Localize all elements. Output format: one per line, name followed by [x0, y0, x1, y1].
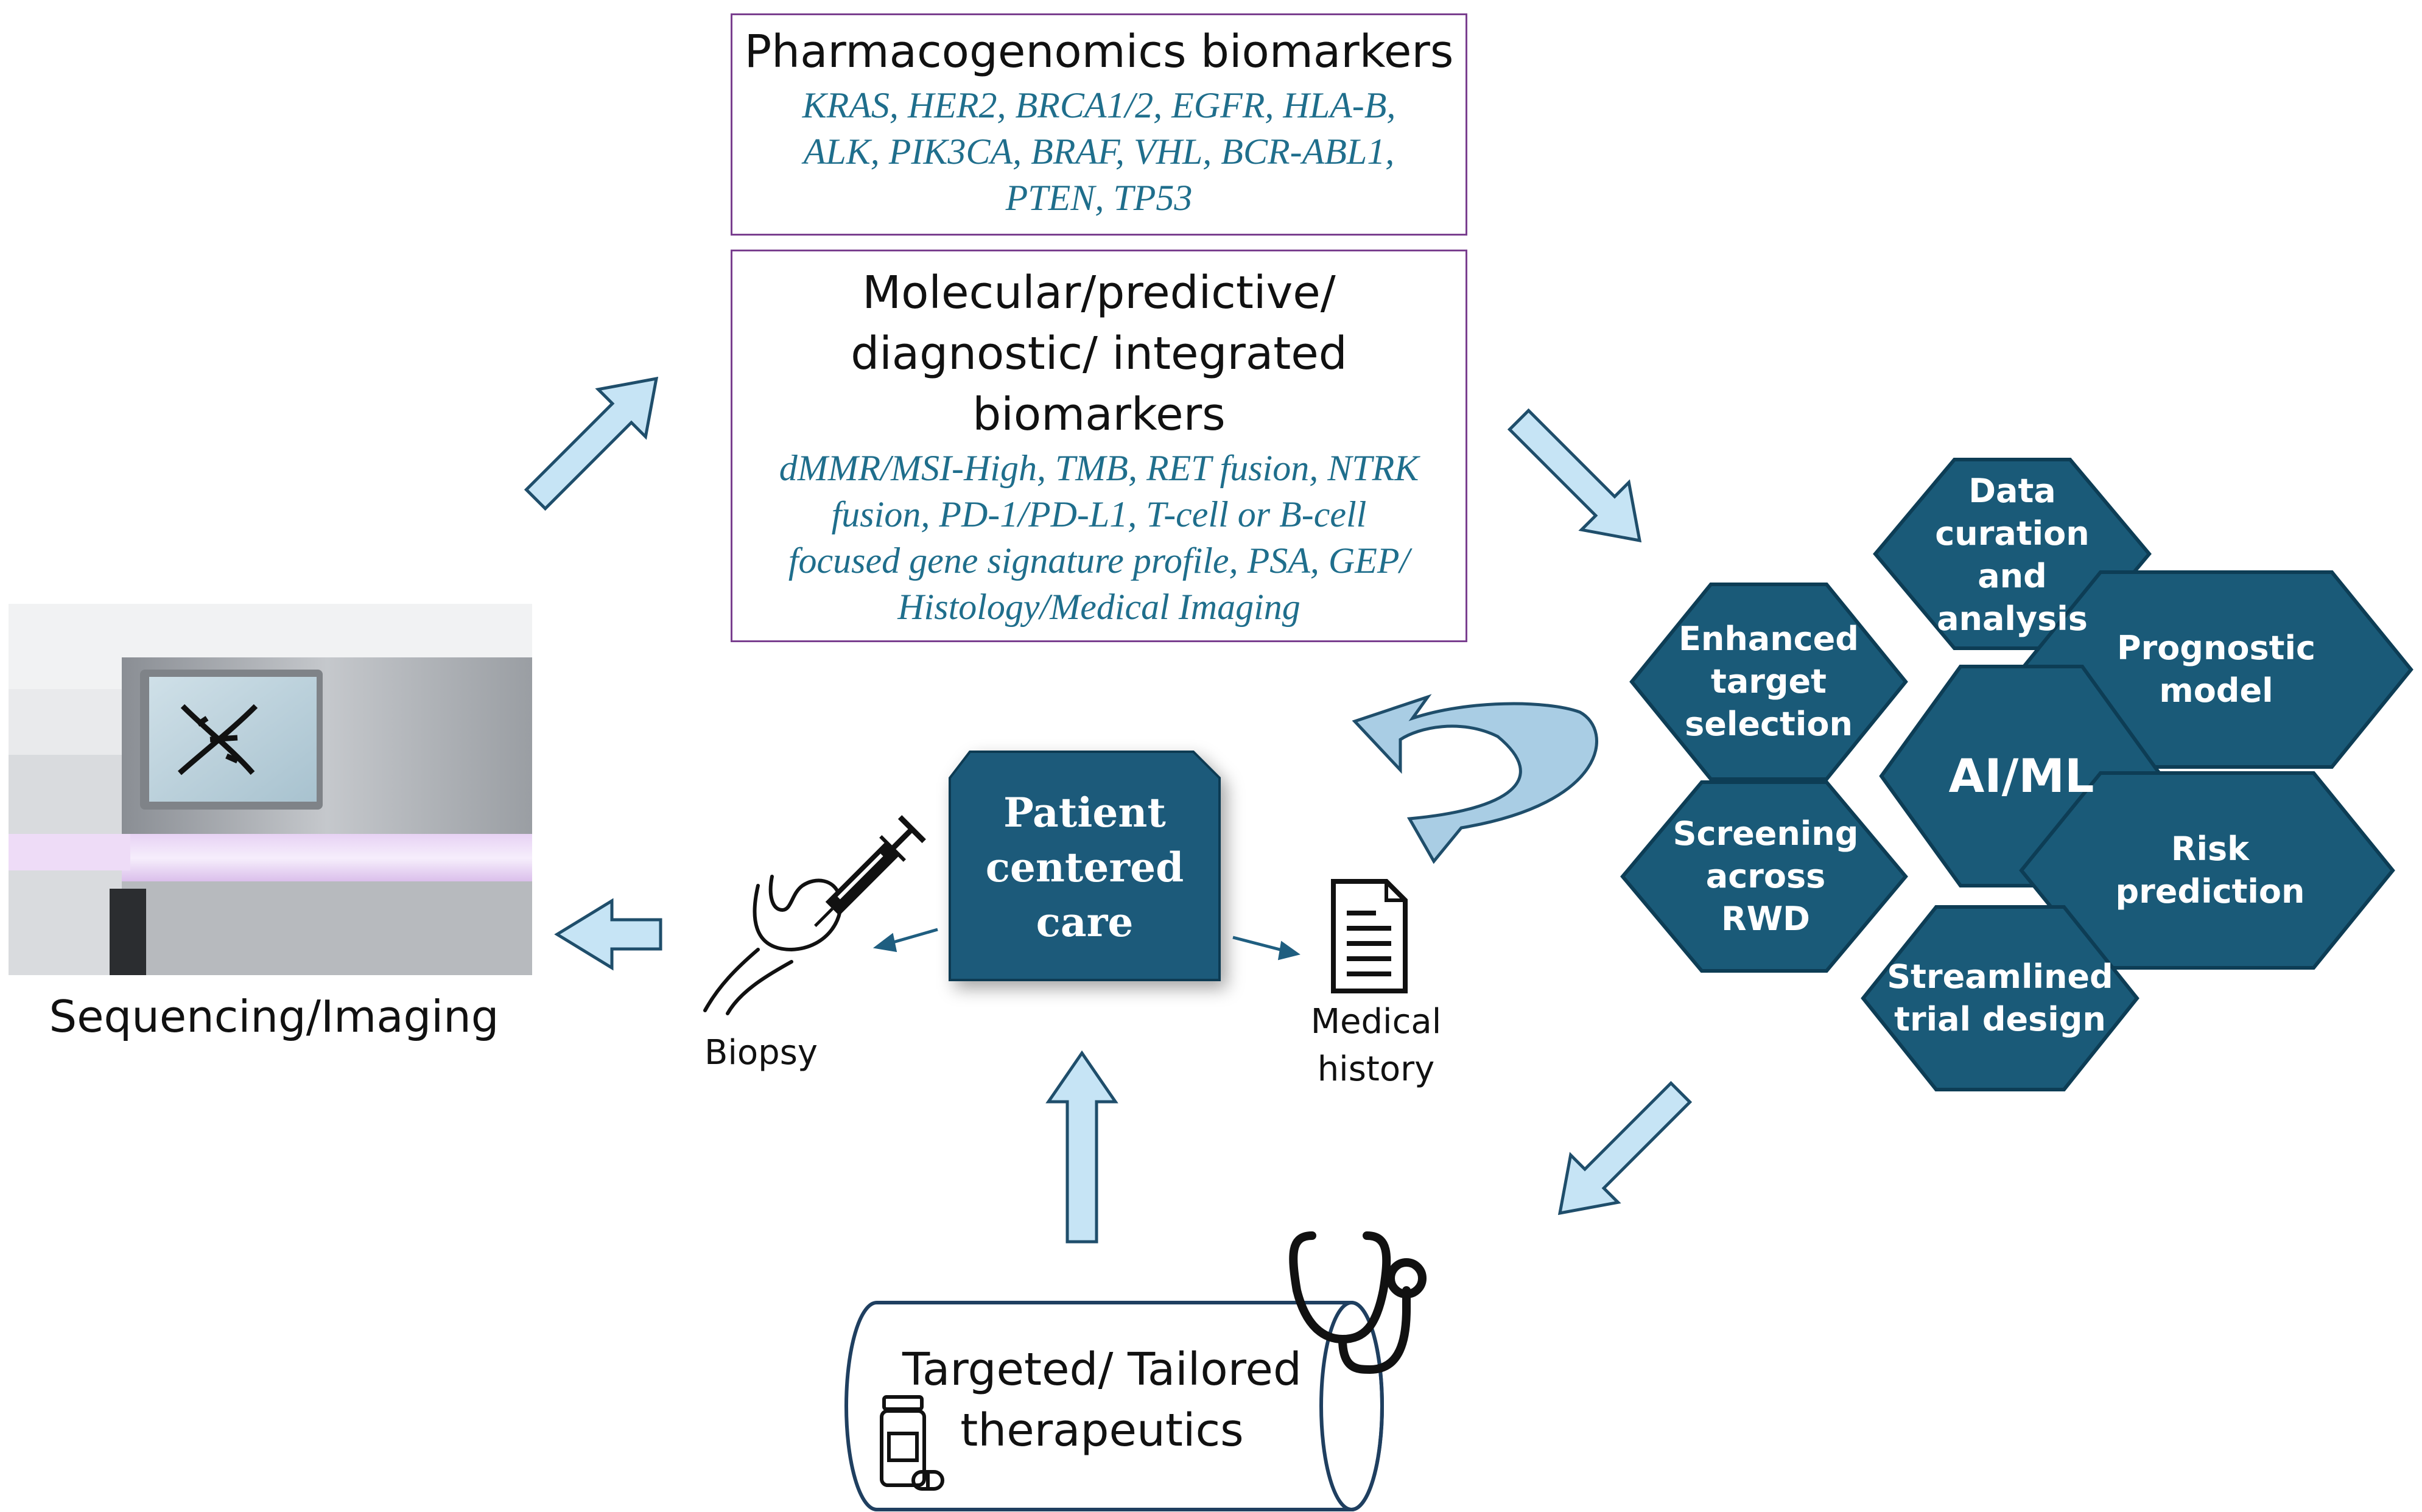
hex-data-curation-line-4: analysis	[1937, 600, 2088, 638]
stomach-icon	[703, 875, 843, 1015]
hex-data-curation-line-1: Data	[1968, 472, 2056, 510]
molecular-list-line-3: focused gene signature profile, PSA, GEP…	[788, 541, 1410, 581]
hex-enhanced-line-1: Enhanced	[1679, 620, 1859, 658]
medical-history-label: Medical history	[1285, 998, 1467, 1093]
hex-screening-line-2: across	[1705, 857, 1826, 895]
molecular-list-line-2: fusion, PD-1/PD-L1, T-cell or B-cell	[831, 494, 1367, 534]
hex-streamlined-line-2: trial design	[1894, 1000, 2106, 1038]
syringe-icon	[814, 815, 926, 927]
hexagon-cluster	[1620, 458, 2413, 1091]
arrow-to-sequencing	[554, 898, 662, 971]
capsule-icon	[911, 1470, 944, 1491]
therapeutics-cylinder	[844, 1301, 1384, 1511]
document-icon	[1331, 879, 1408, 993]
molecular-title-line-2: diagnostic/ integrated	[851, 327, 1347, 380]
hex-prognostic-label: Prognostic model	[2034, 575, 2399, 764]
hex-center-label: AI/ML	[1948, 749, 2094, 803]
pharmacogenomics-title: Pharmacogenomics biomarkers	[744, 26, 1454, 78]
hex-enhanced-target-label: Enhanced target selection	[1638, 587, 1900, 776]
stethoscope-icon	[1289, 1231, 1427, 1374]
arrow-to-therapeutics	[1557, 1080, 1693, 1216]
pill-bottle-icon	[880, 1395, 926, 1487]
arrow-to-biopsy	[872, 928, 938, 953]
biopsy-label: Biopsy	[704, 1033, 818, 1073]
patient-box-shape	[949, 751, 1221, 981]
therapeutics-line-2: therapeutics	[960, 1404, 1244, 1457]
arrow-to-aiml	[1507, 408, 1642, 543]
hex-data-curation-label: Data curation and analysis	[1881, 464, 2143, 646]
arrow-to-history	[1232, 936, 1301, 961]
hex-data-curation-line-2: curation	[1935, 514, 2090, 553]
arrow-to-patient	[1045, 1050, 1118, 1244]
therapeutics-label: Targeted/ Tailored therapeutics	[889, 1339, 1315, 1461]
molecular-list-line-4: Histology/Medical Imaging	[897, 587, 1301, 627]
molecular-title-line-3: biomarkers	[972, 388, 1226, 441]
molecular-title-line-1: Molecular/predictive/	[862, 267, 1336, 319]
therapeutics-line-1: Targeted/ Tailored	[902, 1343, 1302, 1396]
hex-streamlined	[1861, 905, 2139, 1091]
pharmacogenomics-line-3: PTEN, TP53	[1005, 178, 1193, 218]
hex-streamlined-label: Streamlined trial design	[1869, 910, 2131, 1087]
molecular-list-line-1: dMMR/MSI-High, TMB, RET fusion, NTRK	[779, 448, 1419, 488]
medical-history-line-1: Medical	[1310, 1002, 1442, 1041]
pharmacogenomics-line-1: KRAS, HER2, BRCA1/2, EGFR, HLA-B,	[802, 85, 1396, 125]
hex-screening-label: Screening across RWD	[1632, 785, 1900, 968]
hex-prognostic-line-2: model	[2159, 671, 2273, 710]
hex-streamlined-line-1: Streamlined	[1887, 957, 2113, 996]
hex-risk-line-1: Risk	[2171, 830, 2250, 868]
sequencing-label: Sequencing/Imaging	[49, 991, 499, 1042]
hex-screening-line-1: Screening	[1673, 814, 1859, 853]
medical-history-line-2: history	[1317, 1049, 1435, 1089]
hex-enhanced-line-2: target	[1711, 662, 1827, 701]
patient-centered-care-label: Patient centered care	[950, 785, 1220, 950]
pharmacogenomics-line-2: ALK, PIK3CA, BRAF, VHL, BCR-ABL1,	[803, 131, 1395, 172]
patient-line-1: Patient	[1003, 789, 1166, 836]
curved-arrow	[1352, 694, 1598, 864]
patient-line-2: centered	[985, 844, 1184, 891]
hex-screening-line-3: RWD	[1721, 900, 1810, 938]
molecular-biomarkers-box: Molecular/predictive/ diagnostic/ integr…	[731, 250, 1467, 642]
hex-risk	[2019, 771, 2395, 970]
arrow-to-biomarkers	[524, 376, 659, 511]
patient-line-3: care	[1036, 898, 1134, 946]
pharmacogenomics-box: Pharmacogenomics biomarkers KRAS, HER2, …	[731, 13, 1467, 236]
hex-screening	[1620, 780, 1908, 973]
hex-risk-label: Risk prediction	[2034, 776, 2387, 965]
hex-prognostic-line-1: Prognostic	[2117, 629, 2315, 667]
hex-enhanced-line-3: selection	[1685, 705, 1853, 743]
hex-data-curation-line-3: and	[1978, 557, 2047, 595]
dna-icon	[178, 704, 258, 775]
hex-enhanced-target	[1629, 583, 1908, 781]
sequencer-image	[9, 604, 532, 975]
hex-risk-line-2: prediction	[2115, 872, 2305, 911]
